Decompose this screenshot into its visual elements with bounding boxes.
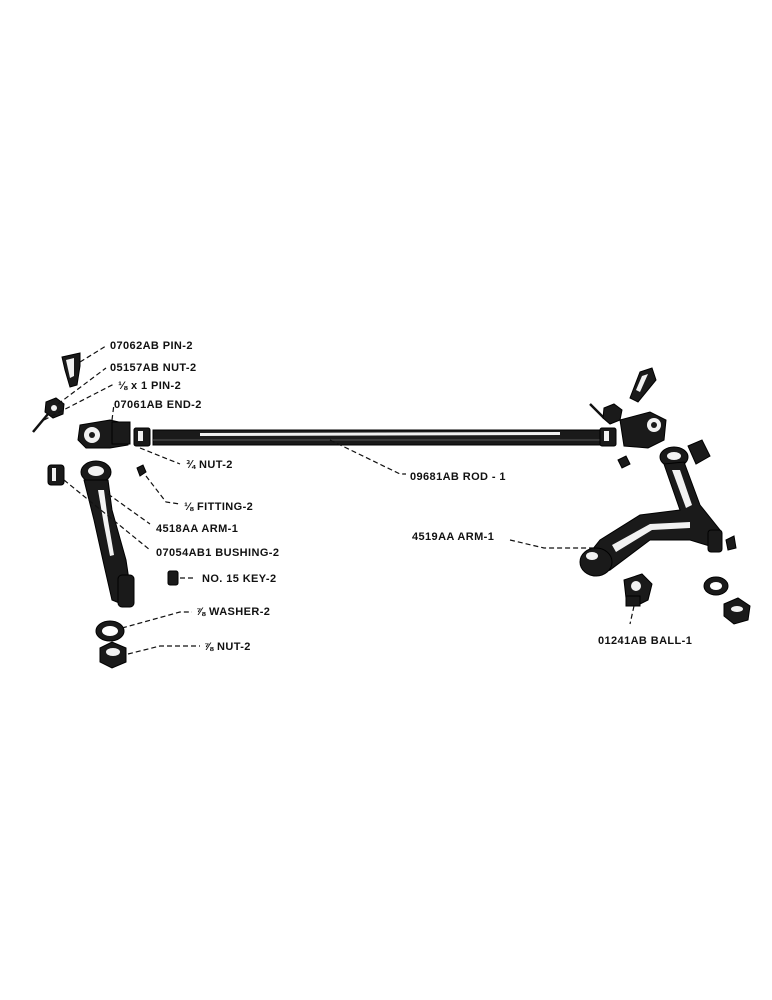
label-arm-4519: 4519AA ARM-1: [412, 531, 494, 543]
label-ball: 01241AB BALL-1: [598, 635, 692, 647]
label-fitting: ⅛ FITTING-2: [184, 501, 253, 513]
pin-right: [629, 367, 657, 403]
rod-end-left: [77, 419, 131, 449]
nut-7-8-left: [99, 641, 127, 669]
washer-left: [95, 620, 125, 642]
label-arm-4518: 4518AA ARM-1: [156, 523, 238, 535]
nut-3-4-left: [133, 427, 151, 447]
label-end-07061: 07061AB END-2: [114, 399, 202, 411]
pin-left: [61, 352, 81, 388]
label-rod: 09681AB ROD - 1: [410, 471, 506, 483]
fitting-left: [136, 464, 147, 477]
key-right: [725, 535, 737, 551]
bushing-left: [47, 464, 65, 486]
nut-3-4-right: [599, 427, 617, 447]
nut-7-8-right: [723, 597, 751, 625]
label-nut-7-8: ⅞ NUT-2: [204, 641, 251, 653]
nut-right: [602, 403, 623, 425]
label-nut-3-4: ¾ NUT-2: [186, 459, 233, 471]
fitting-right: [617, 455, 631, 469]
tie-rod: [152, 429, 601, 446]
ball-part: [623, 573, 653, 607]
key-left: [167, 570, 179, 586]
arm-4518-left: [80, 460, 135, 608]
rod-end-right: [619, 411, 667, 449]
label-cotter-pin: ⅛ x 1 PIN-2: [118, 380, 181, 392]
label-nut-05157: 05157AB NUT-2: [110, 362, 197, 374]
washer-right: [703, 576, 729, 596]
arm-4519-right: [579, 446, 723, 577]
cotter-pin-left: [32, 413, 49, 433]
cotter-pin-right: [589, 403, 605, 419]
label-pin-07062: 07062AB PIN-2: [110, 340, 193, 352]
leader-lines: [43, 345, 635, 655]
label-key: NO. 15 KEY-2: [202, 573, 277, 585]
label-bushing: 07054AB1 BUSHING-2: [156, 547, 279, 559]
label-washer: ⅞ WASHER-2: [196, 606, 270, 618]
bushing-right: [687, 439, 711, 465]
